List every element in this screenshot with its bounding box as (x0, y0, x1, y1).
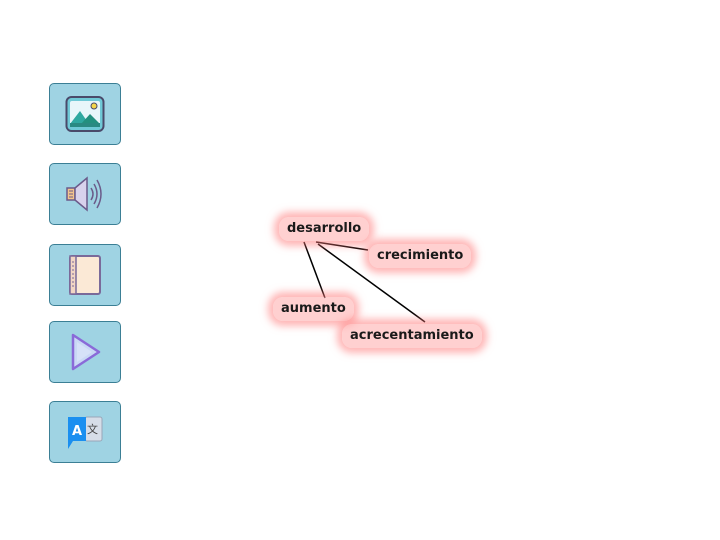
word-desarrollo[interactable]: desarrollo (279, 217, 370, 241)
image-icon (65, 96, 105, 132)
audio-button[interactable] (49, 163, 121, 225)
translate-glyph-b: 文 (87, 422, 98, 436)
translate-icon: A 文 (68, 416, 103, 449)
book-button[interactable] (49, 244, 121, 306)
word-acrecentamiento[interactable]: acrecentamiento (342, 324, 482, 348)
translate-glyph-a: A (72, 424, 82, 439)
translate-button[interactable]: A 文 (49, 401, 121, 463)
word-crecimiento[interactable]: crecimiento (369, 244, 472, 268)
speaker-icon (66, 176, 102, 212)
play-button[interactable] (49, 321, 121, 383)
image-button[interactable] (49, 83, 121, 145)
link-aumento (303, 241, 326, 299)
link-crecimiento (315, 241, 369, 251)
link-acrecentamiento (317, 243, 426, 323)
word-aumento[interactable]: aumento (273, 297, 354, 321)
book-icon (69, 255, 101, 295)
play-icon (71, 333, 101, 371)
